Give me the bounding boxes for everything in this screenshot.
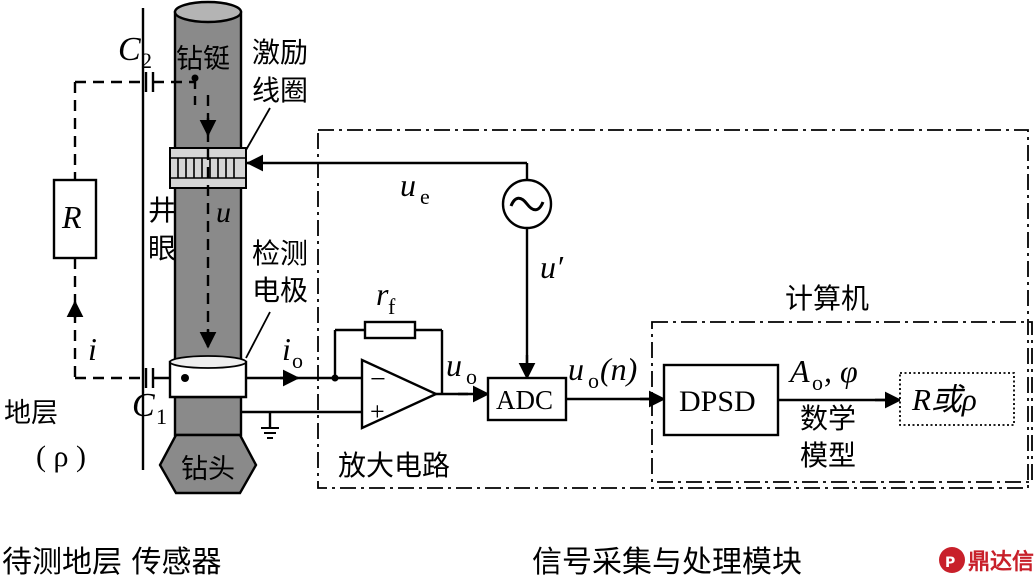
signal-module-frame (317, 129, 1029, 489)
label-rf: r (376, 276, 389, 312)
label-io-sub: o (292, 348, 303, 373)
feedback-resistor-rf (333, 320, 444, 394)
label-formation: 地层 (4, 398, 58, 429)
label-c2-sub: 2 (141, 48, 152, 73)
label-ao-sub: o (812, 370, 823, 395)
label-detect-electrode-1: 检测 (252, 237, 308, 270)
resistor-r (52, 178, 98, 260)
label-borehole-1: 井 (148, 194, 176, 227)
label-resistor: R (61, 199, 82, 235)
drill-bit (158, 433, 258, 495)
label-adc: ADC (496, 385, 553, 415)
label-op-minus: − (370, 364, 386, 395)
label-computer: 计算机 (785, 282, 869, 315)
label-math-model-2: 模型 (800, 439, 856, 472)
label-current-i: i (88, 331, 97, 367)
label-ao-phi: , φ (824, 353, 858, 389)
label-uon-arg: (n) (600, 351, 637, 387)
detection-electrode (168, 355, 248, 399)
label-result: R或ρ (911, 382, 977, 417)
label-op-plus: + (370, 397, 385, 426)
label-u-prime: u′ (540, 249, 564, 285)
coil-leader (245, 107, 271, 151)
caption-left: 待测地层 传感器 (2, 545, 222, 580)
label-formation-rho: ( ρ ) (36, 440, 86, 473)
electrode-leader (245, 311, 271, 359)
label-uo-sub: o (466, 364, 477, 389)
label-io: i (282, 331, 291, 367)
dpsd-block (662, 363, 780, 437)
label-uon: u (568, 351, 584, 387)
label-u-inner: u (216, 196, 231, 229)
watermark: P 鼎达信 (939, 547, 1034, 575)
label-amplifier: 放大电路 (338, 449, 450, 482)
label-c1-sub: 1 (156, 404, 167, 429)
label-ue: u (400, 167, 416, 203)
ground-icon (261, 427, 279, 439)
label-c2: C (118, 31, 141, 68)
label-math-model-1: 数学 (800, 402, 856, 435)
capacitor-c1 (144, 368, 170, 388)
label-c1: C (132, 387, 155, 424)
capacitor-c2 (75, 72, 195, 92)
label-borehole-2: 眼 (148, 232, 176, 265)
label-ao: A (788, 353, 810, 389)
result-block (899, 372, 1015, 426)
label-ue-sub: e (420, 184, 430, 209)
label-dpsd: DPSD (679, 385, 756, 418)
label-uon-sub: o (588, 368, 599, 393)
label-excitation-coil-2: 线圈 (252, 74, 308, 107)
watermark-text: 鼎达信 (968, 549, 1034, 575)
label-excitation-coil-1: 激励 (252, 36, 308, 69)
label-rf-sub: f (388, 294, 396, 319)
watermark-icon-glyph: P (945, 555, 955, 571)
label-uo: u (446, 347, 462, 383)
label-drill-pipe: 钻铤 (176, 44, 230, 75)
caption-right: 信号采集与处理模块 (532, 545, 802, 580)
adc-block (486, 376, 568, 422)
ac-source (501, 178, 553, 230)
formation-loop (52, 82, 145, 380)
op-amp (360, 358, 439, 430)
label-drill-bit: 钻头 (181, 454, 235, 485)
label-detect-electrode-2: 电极 (252, 274, 308, 307)
